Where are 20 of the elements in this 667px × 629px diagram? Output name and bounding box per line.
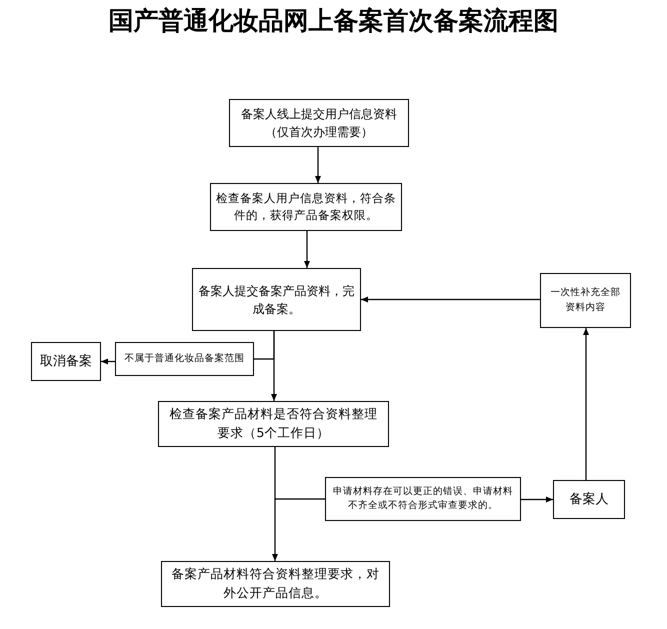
arrow xyxy=(521,496,553,502)
connector-line xyxy=(275,498,325,500)
condition-box: 申请材料存在可以更正的错误、申请材料不齐全或不符合形式审查要求的。 xyxy=(325,477,521,521)
arrow xyxy=(315,147,321,183)
connector-line xyxy=(254,331,275,360)
process-box: 一次性补充全部资料内容 xyxy=(540,273,631,328)
arrow xyxy=(304,231,310,268)
process-box: 取消备案 xyxy=(31,342,101,381)
process-box: 备案人 xyxy=(553,480,625,519)
process-box: 备案人线上提交用户信息资料（仅首次办理需要） xyxy=(229,99,409,147)
arrow xyxy=(101,358,115,364)
arrow xyxy=(272,447,278,561)
diagram-title: 国产普通化妆品网上备案首次备案流程图 xyxy=(108,6,560,37)
process-box: 检查备案人用户信息资料，符合条件的，获得产品备案权限。 xyxy=(210,183,402,231)
process-box: 检查备案产品材料是否符合资料整理要求（5个工作日） xyxy=(158,401,389,447)
condition-box: 不属于普通化妆品备案范围 xyxy=(115,342,254,376)
arrow xyxy=(583,328,589,480)
process-box: 备案人提交备案产品资料，完成备案。 xyxy=(192,268,361,331)
process-box: 备案产品材料符合资料整理要求，对外公开产品信息。 xyxy=(161,561,390,607)
arrow xyxy=(361,296,540,302)
